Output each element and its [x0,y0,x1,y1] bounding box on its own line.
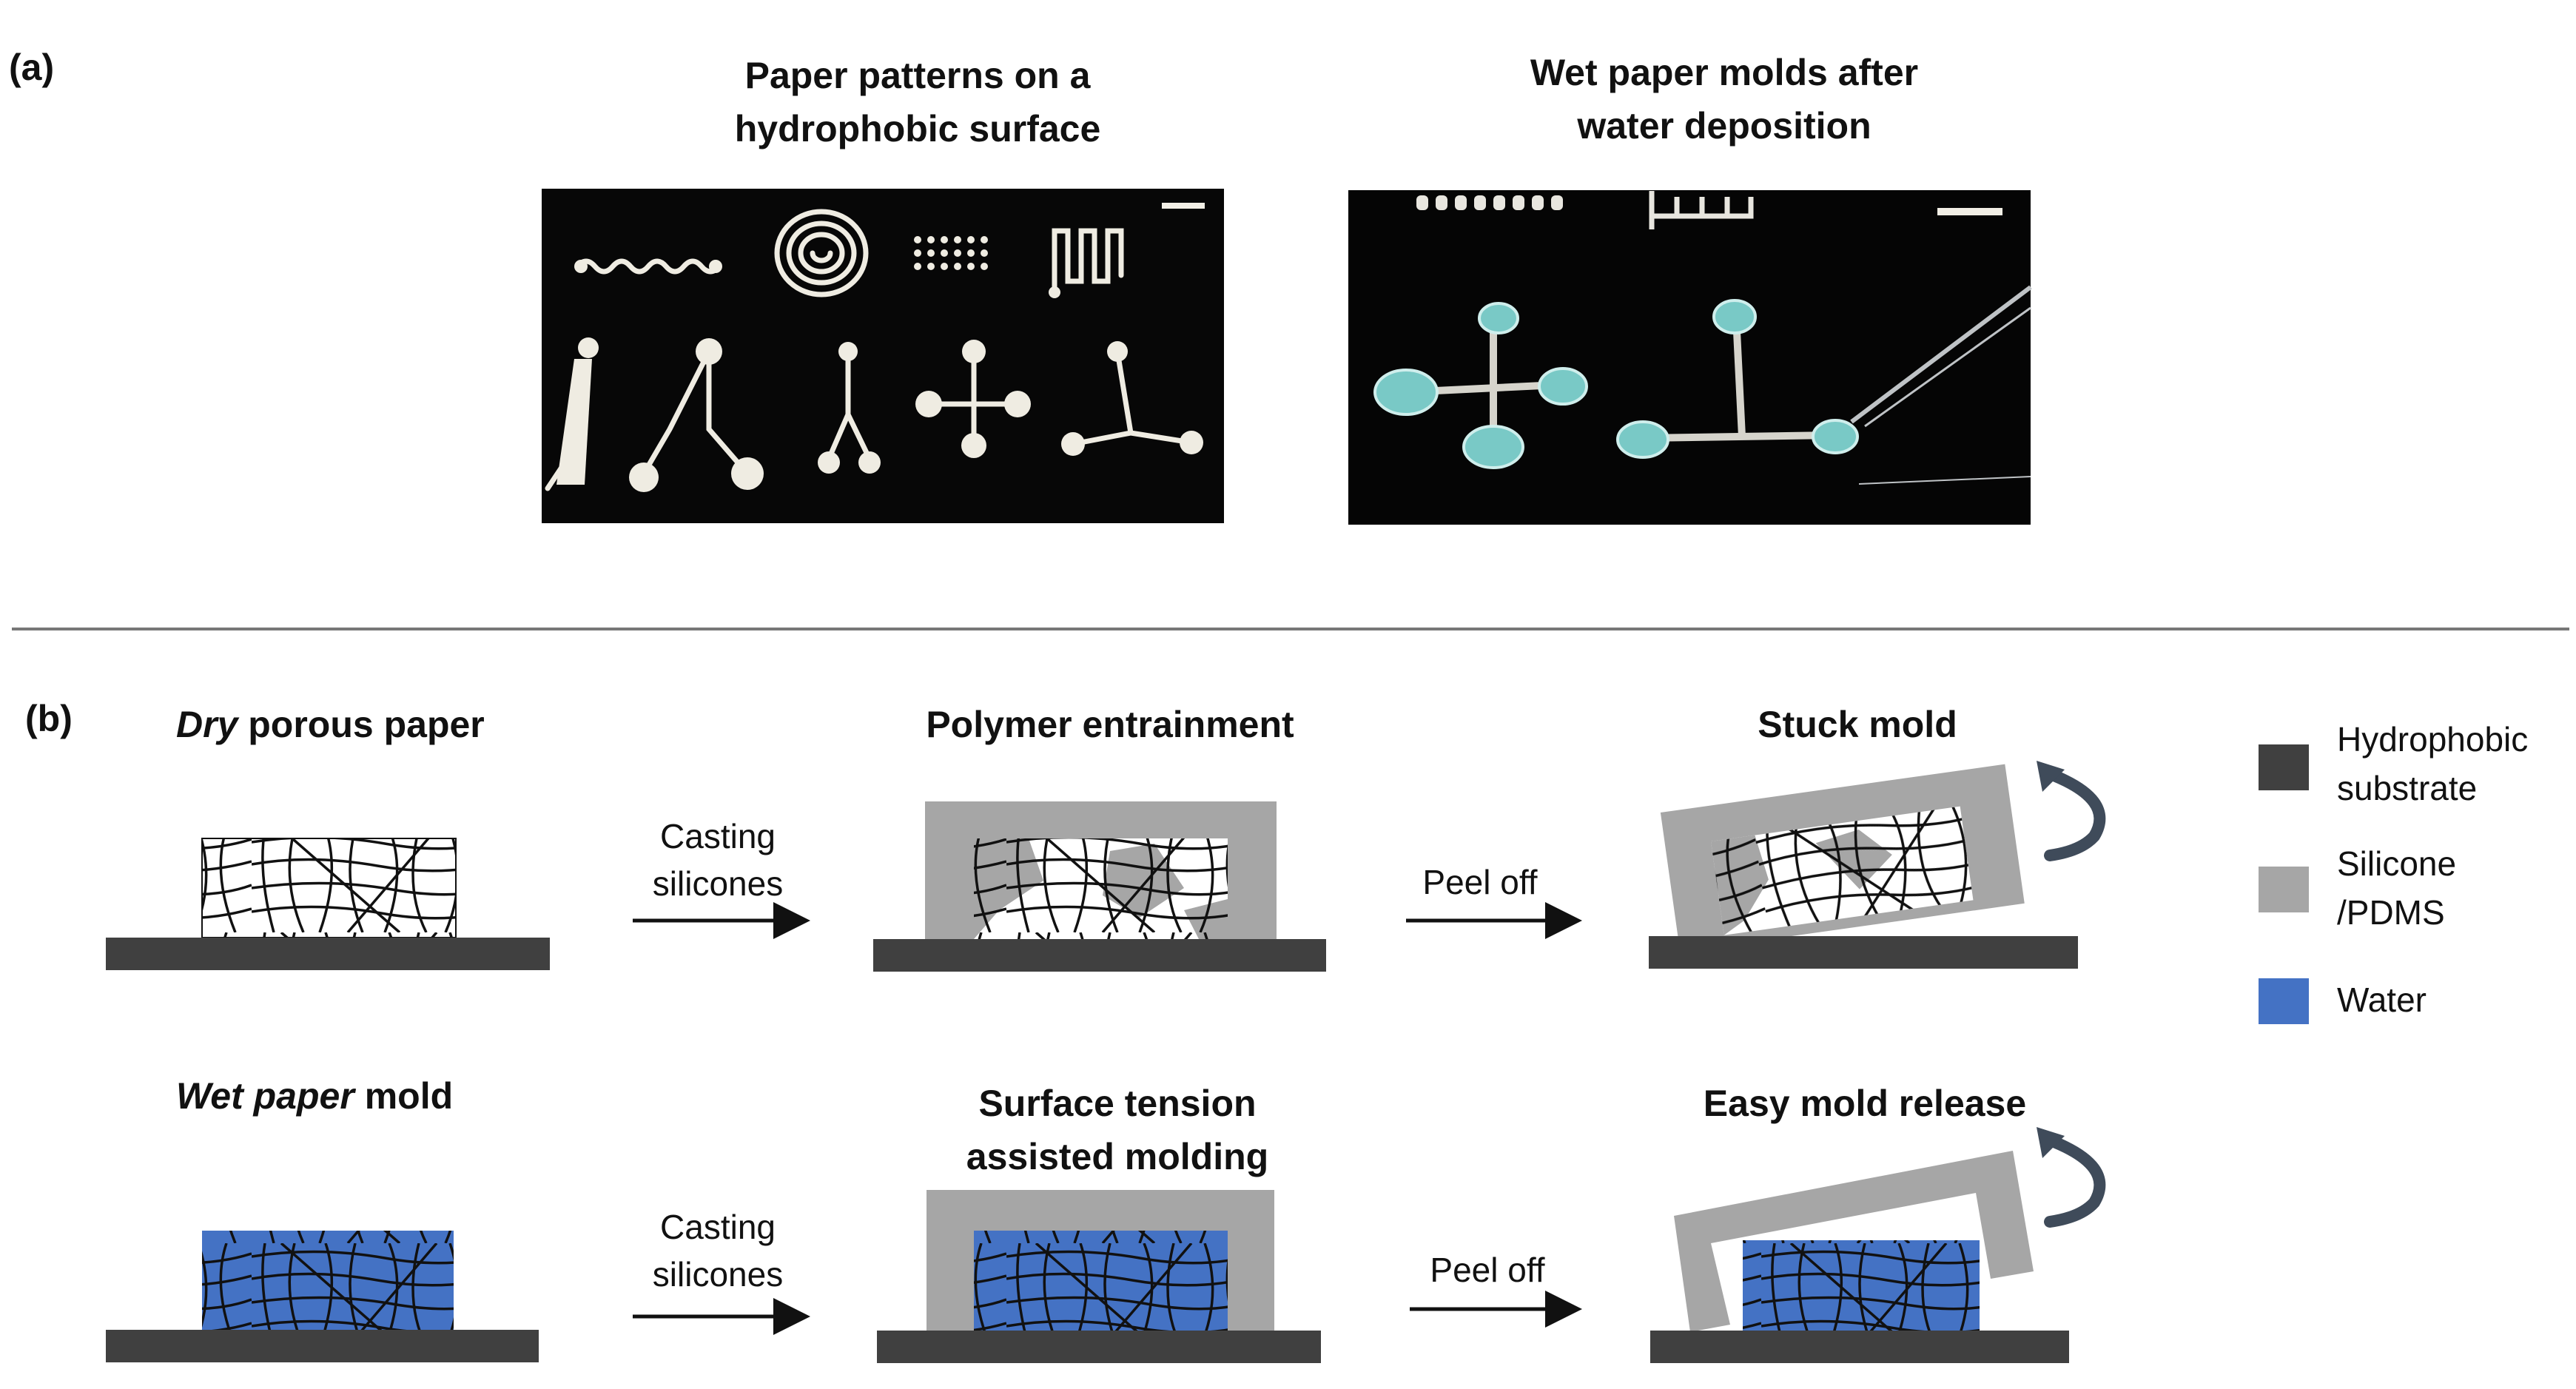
wet-paper-diagram [106,1231,539,1362]
legend-label-water: Water [2337,981,2427,1019]
row2-casting-line2: silicones [652,1255,784,1294]
right-scale-bar [1937,208,2002,215]
rotate-arrow-icon [2042,767,2106,861]
easy-release-title: Easy mold release [1703,1083,2027,1124]
wet-paper-title: Wet paper mold [176,1069,453,1123]
dry-paper-title-rest: porous paper [238,704,485,745]
hydrophobic-substrate [877,1331,1321,1363]
dry-paper-title: Dry porous paper [176,698,485,751]
legend-label-substrate: Hydrophobic substrate [2337,715,2528,813]
row1-casting-line2: silicones [652,864,784,903]
wet-molds-photo [1348,190,2032,525]
spiral-pattern [774,209,869,297]
pipette [1850,285,2032,485]
wet-paper-title-emphasis: Wet paper [176,1075,354,1117]
row2-casting-label: Casting silicones [622,1203,814,1298]
paper-patterns-photo [542,189,1224,523]
right-photo-title-line1: Wet paper molds after [1530,52,1919,93]
legend-substrate-line2: substrate [2337,769,2478,807]
hydrophobic-substrate [106,938,550,970]
panel-a-label: (a) [9,47,55,88]
left-scale-bar [1162,203,1205,209]
hydrophobic-substrate [106,1330,539,1362]
surface-tension-diagram [877,1190,1321,1363]
hydrophobic-substrate [873,939,1326,972]
dot-array-pattern [914,236,988,270]
wet-paper-title-rest: mold [354,1075,454,1117]
left-photo-title: Paper patterns on a hydrophobic surface [666,49,1169,155]
panel-b-label: (b) [25,698,73,739]
legend-swatch-substrate [2259,744,2309,790]
panel-divider [12,628,2569,630]
surface-tension-title-line2: assisted molding [966,1136,1269,1177]
right-photo-title-line2: water deposition [1577,105,1872,147]
surface-tension-title: Surface tension assisted molding [895,1077,1339,1183]
serpentine-pattern [574,258,722,275]
zigzag-pattern [1052,228,1124,295]
right-photo-title: Wet paper molds after water deposition [1450,46,1998,152]
dry-paper-diagram [106,838,550,970]
row1-peel-label: Peel off [1422,863,1538,901]
left-photo-title-line1: Paper patterns on a [744,55,1091,96]
easy-release-diagram [1650,1127,2106,1363]
legend-substrate-line1: Hydrophobic [2337,720,2529,759]
legend-label-silicone: Silicone /PDMS [2337,839,2456,937]
hydrophobic-substrate [1649,936,2078,969]
legend-swatch-silicone [2259,867,2309,912]
legend-swatch-water [2259,978,2309,1024]
legend-silicone-line1: Silicone [2337,844,2457,883]
peeled-silicone-mold [1674,1151,2034,1332]
polymer-entrainment-diagram [873,801,1326,972]
row2-peel-label: Peel off [1430,1251,1545,1289]
row1-casting-line1: Casting [660,817,776,855]
hydrophobic-substrate [1650,1331,2069,1363]
polymer-entrainment-title: Polymer entrainment [926,704,1294,745]
rotate-arrow-icon [2042,1134,2106,1228]
row2-casting-line1: Casting [660,1208,776,1246]
legend-silicone-line2: /PDMS [2337,893,2445,932]
surface-tension-title-line1: Surface tension [978,1083,1257,1124]
stuck-mold-title: Stuck mold [1758,704,1957,745]
row1-casting-label: Casting silicones [622,813,814,907]
stuck-mold-diagram [1649,761,2106,969]
dry-paper-title-emphasis: Dry [176,704,238,745]
left-photo-title-line2: hydrophobic surface [734,108,1101,149]
